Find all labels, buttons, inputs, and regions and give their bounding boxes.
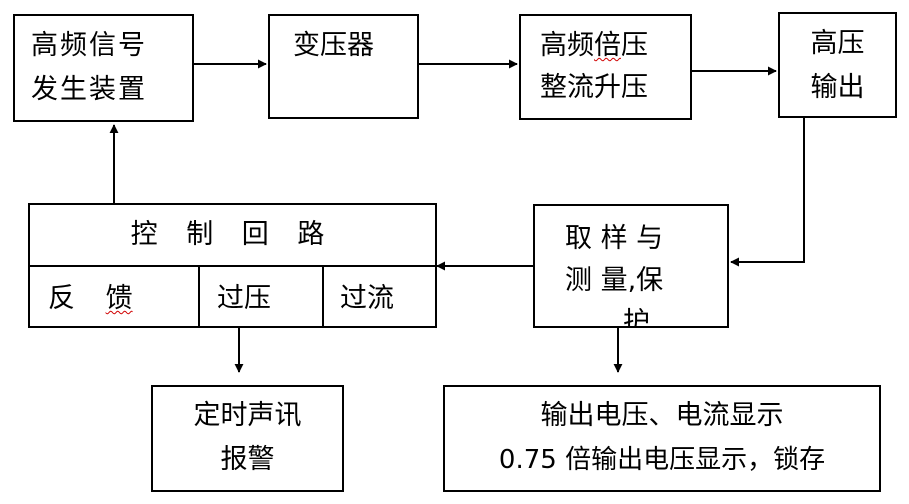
multiplier-rectifier-line2: 整流升压 [540, 72, 648, 103]
sampling-line3: 护 [623, 307, 650, 328]
control-feedback-label: 反 馈 [48, 282, 133, 316]
alarm-line1: 定时声讯 [193, 400, 302, 431]
feedback-part1: 反 [48, 283, 84, 314]
multiplier-line1-wavy: 倍 [594, 30, 621, 61]
multiplier-line1-part1: 高频 [540, 30, 594, 61]
sampling-measurement-box: 取 样 与 测 量,保 护 [533, 204, 729, 328]
control-overcurrent-label: 过流 [340, 283, 394, 314]
alarm-line2: 报警 [220, 444, 275, 475]
control-divider-1 [198, 265, 200, 328]
control-loop-title: 控 制 回 路 [130, 219, 335, 250]
signal-generator-line2: 发生装置 [31, 74, 147, 105]
multiplier-line1-part3: 压 [621, 30, 648, 61]
control-overvoltage-label: 过压 [217, 283, 271, 314]
transformer-label: 变压器 [293, 30, 374, 61]
transformer-box [268, 14, 419, 119]
alarm-box [151, 385, 344, 492]
control-divider-horizontal [28, 265, 437, 267]
display-line2: 0.75 倍输出电压显示，锁存 [498, 445, 826, 475]
sampling-line2: 测 量,保 [565, 265, 664, 296]
multiplier-rectifier-line1: 高频倍压 [540, 29, 648, 63]
hv-output-box [778, 12, 897, 118]
display-line1: 输出电压、电流显示 [540, 400, 784, 431]
control-divider-2 [322, 265, 324, 328]
display-box [443, 385, 881, 492]
arrow-output-to-sampling [730, 117, 805, 267]
signal-generator-box [13, 14, 194, 122]
sampling-line1: 取 样 与 [565, 223, 664, 254]
signal-generator-line1: 高频信号 [31, 30, 147, 61]
feedback-wavy: 馈 [105, 283, 133, 314]
hv-output-line1: 高压 [810, 28, 865, 59]
hv-output-line2: 输出 [810, 72, 865, 103]
multiplier-rectifier-box [519, 14, 692, 120]
